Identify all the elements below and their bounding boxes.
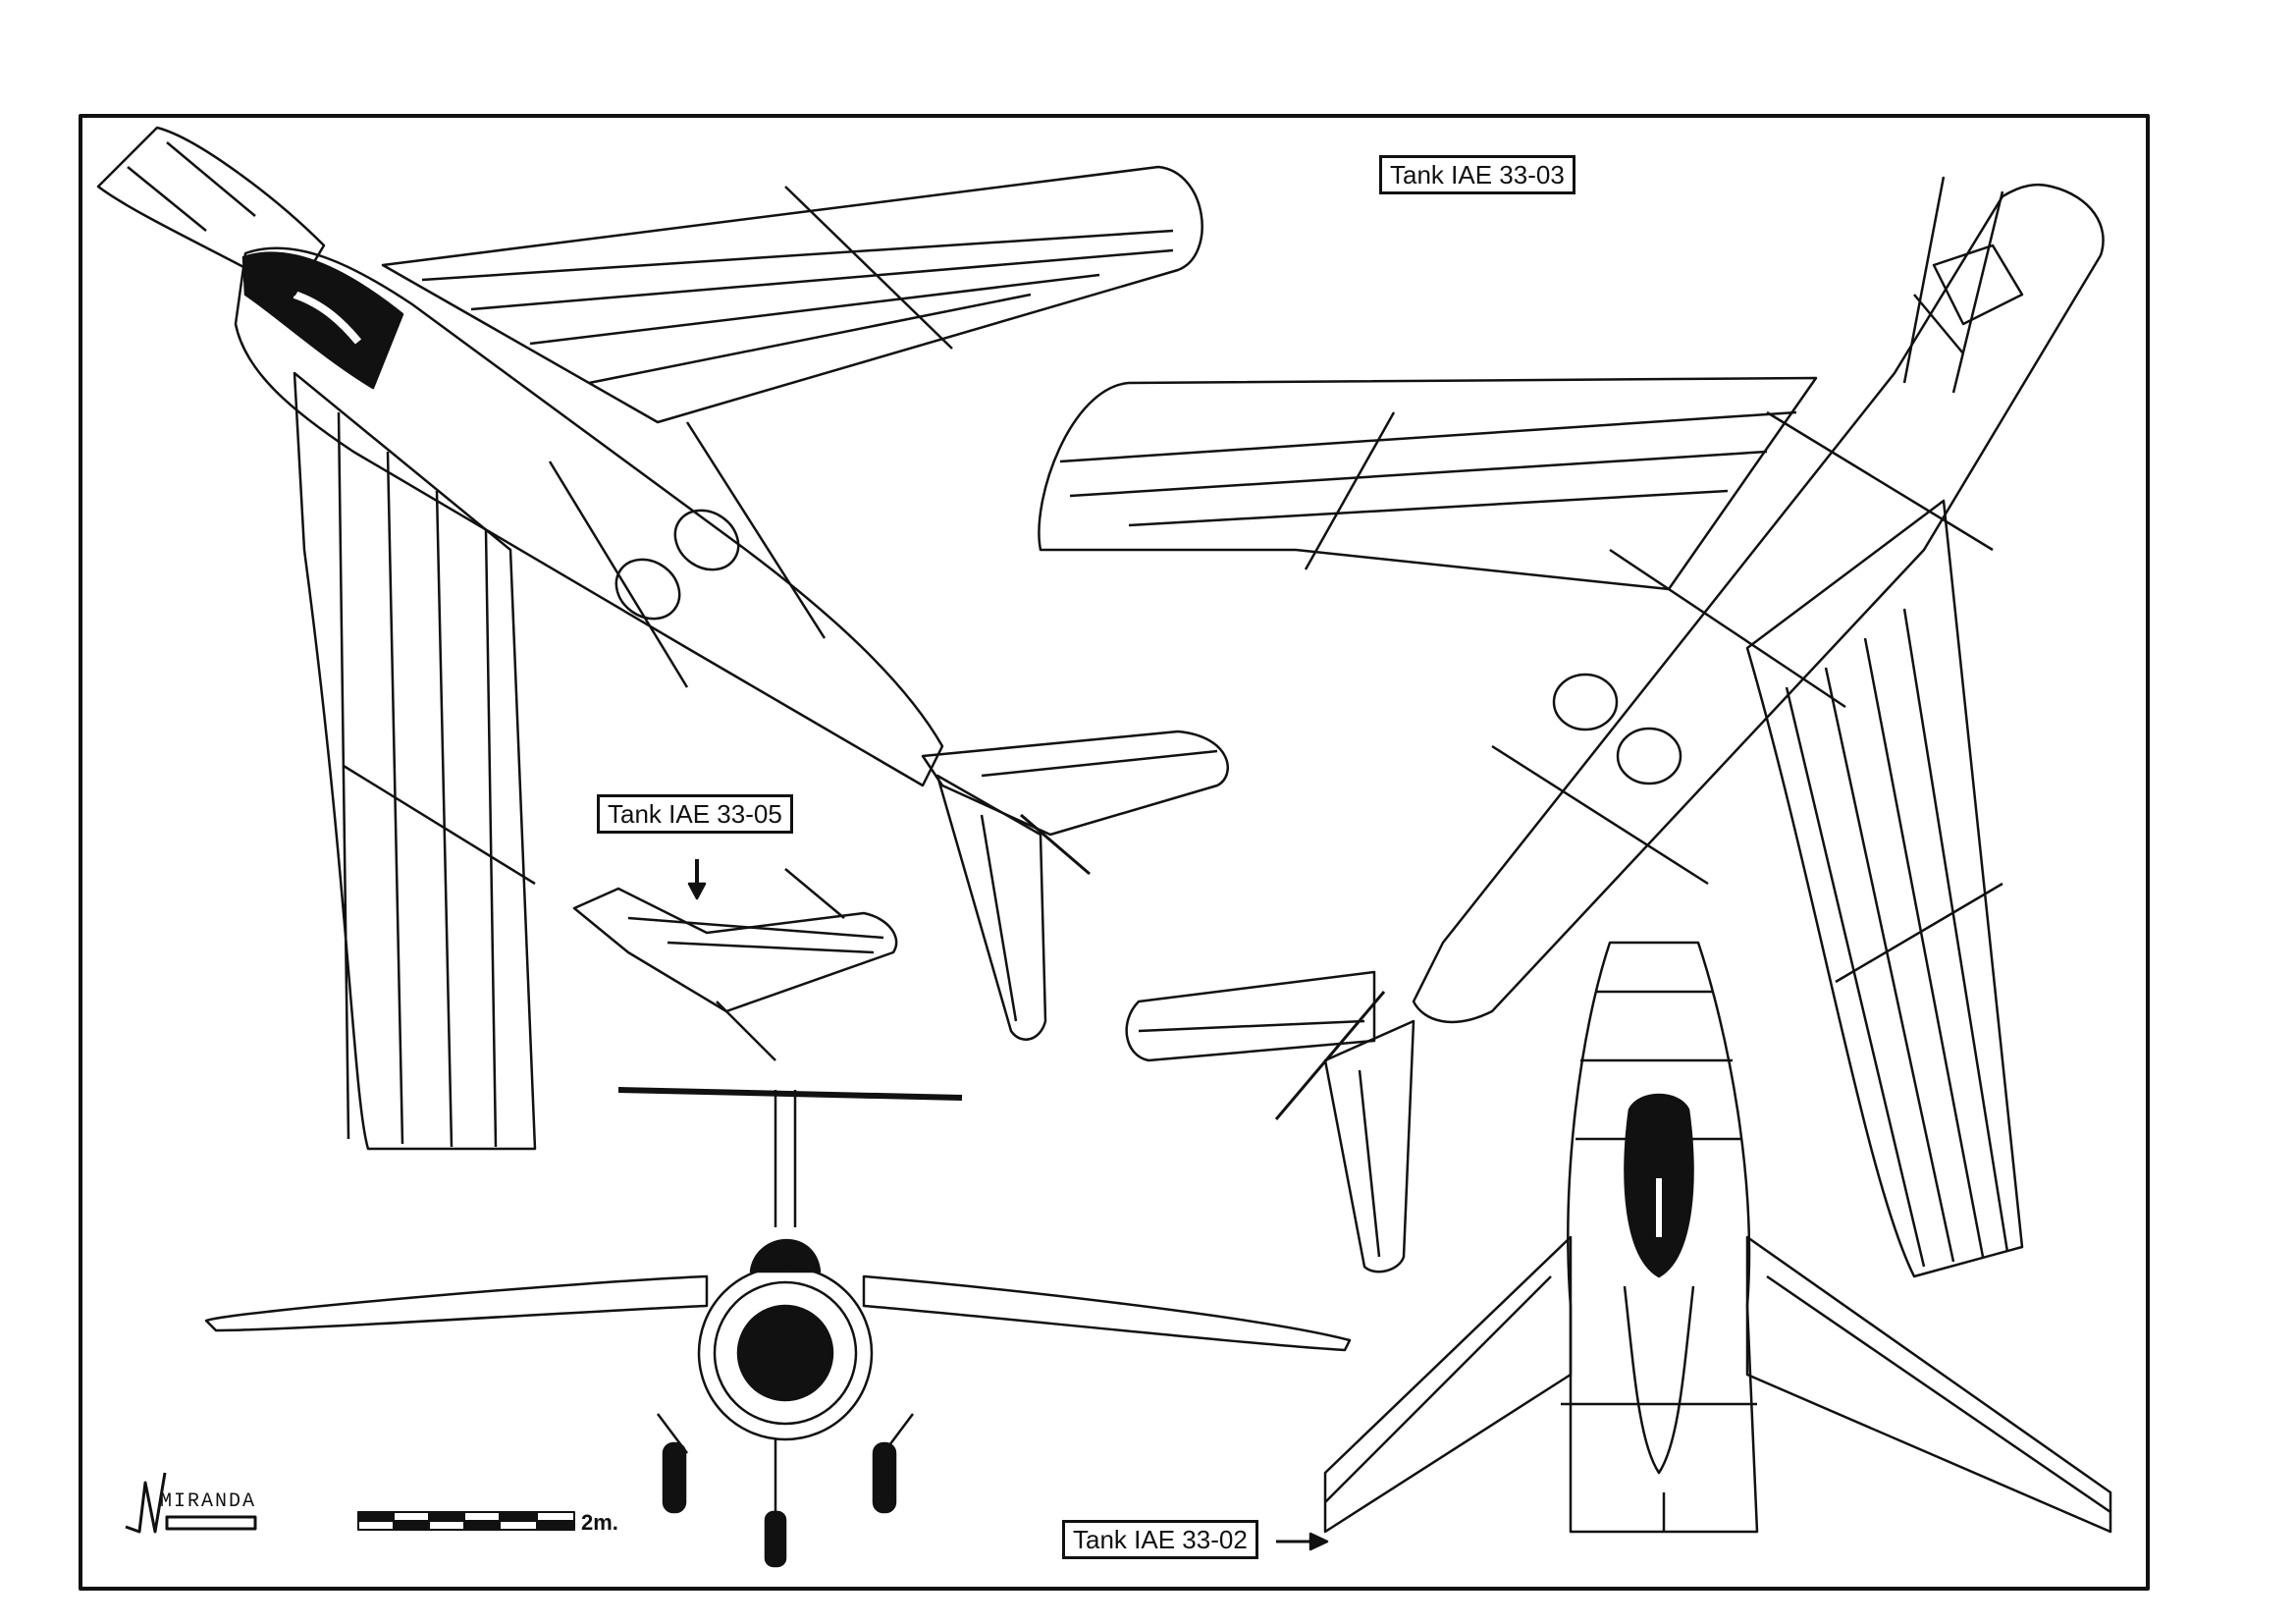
label-tank-33-05: Tank IAE 33-05 bbox=[597, 794, 793, 834]
logo-text: MIRANDA bbox=[160, 1490, 257, 1513]
tank-02-arrow bbox=[1276, 1532, 1329, 1551]
tank-05-detail bbox=[572, 859, 898, 1061]
label-tank-33-02: Tank IAE 33-02 bbox=[1062, 1520, 1258, 1559]
scale-label: 2m. bbox=[581, 1510, 618, 1535]
front-view bbox=[204, 1087, 1352, 1568]
logo-mark bbox=[125, 1472, 257, 1534]
scale-bar bbox=[357, 1511, 575, 1531]
label-tank-33-03: Tank IAE 33-03 bbox=[1379, 155, 1575, 194]
drawing-border bbox=[79, 114, 2150, 1591]
bottom-view-upper-right bbox=[1038, 176, 2105, 1278]
top-view-upper-left bbox=[96, 126, 1229, 1151]
nose-top-view bbox=[1323, 941, 2112, 1534]
